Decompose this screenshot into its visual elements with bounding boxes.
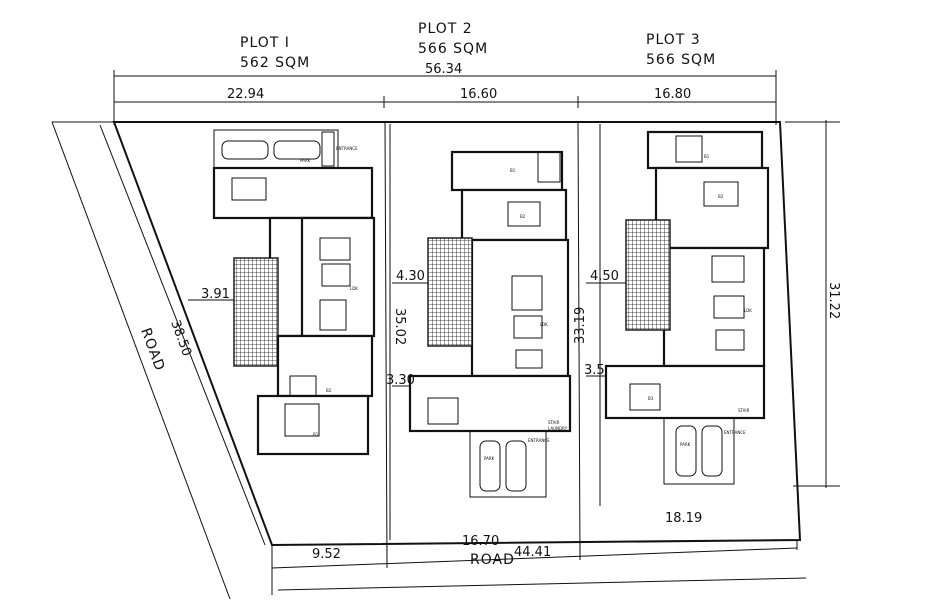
plot-2-b1-label: B1 (510, 168, 516, 173)
plot-3-setback-a: 4.50 (590, 269, 619, 284)
site-boundary (51, 120, 840, 600)
bottom-dimension-2: 16.70 (462, 534, 499, 549)
plot-2-dimensions: 4.30 3.30 35.02 (386, 124, 428, 540)
plot-2-laundry-label: LAUNDRY (548, 426, 568, 431)
plot-1-area: 562 SQM (240, 55, 310, 71)
plot-3-ldk-label: LDK (744, 308, 752, 313)
plot-2-park-label: PARK (484, 456, 495, 461)
plot-2-name: PLOT 2 (418, 21, 473, 37)
plot-1-b1-label: B1 (313, 432, 319, 437)
plot-3-b2-label: B2 (718, 194, 724, 199)
plot-2-width: 16.60 (460, 87, 497, 102)
plot-2-house: LDK B1 B2 PARK ENTRANCE STAIR LAUNDRY (408, 150, 572, 498)
plot-3-depth: 33.19 (573, 307, 588, 344)
bottom-road-label: ROAD (470, 552, 515, 568)
right-side-dimension: 31.22 (826, 282, 841, 319)
plot-1-b2-label: B2 (326, 388, 332, 393)
plot-2-depth: 35.02 (392, 308, 407, 345)
plot-2-area: 566 SQM (418, 41, 488, 57)
bottom-dimension-1: 9.52 (312, 547, 341, 562)
plot-3-stair-label: STAIR (738, 408, 750, 413)
plot-1-ldk-label: LDK (350, 286, 358, 291)
plot-2-setback-b: 3.30 (386, 373, 415, 388)
plot-3-dimensions: 4.50 3.5 33.19 (573, 124, 626, 506)
plot-3-name: PLOT 3 (646, 32, 701, 48)
overall-top-dimension: 56.34 (425, 62, 462, 77)
bottom-dimension-3: 18.19 (665, 511, 702, 526)
plot-1-name: PLOT I (240, 35, 290, 51)
plot-2-stair-label: STAIR (548, 420, 560, 425)
road-total-dimension: 44.41 (514, 545, 551, 560)
plot-3-park-label: PARK (680, 442, 691, 447)
plot-3-area: 566 SQM (646, 52, 716, 68)
plot-3-house: LDK B1 B2 B3 PARK ENTRANCE STAIR (604, 130, 770, 485)
plot-3-entrance-label: ENTRANCE (724, 430, 746, 435)
plot-labels: PLOT I 562 SQM PLOT 2 566 SQM PLOT 3 566… (240, 21, 716, 71)
plot-1-park-label: PARK (300, 158, 311, 163)
plot-2-b2-label: B2 (520, 214, 526, 219)
plot-3-b3-label: B3 (648, 396, 654, 401)
top-dimension-lines: 56.34 22.94 16.60 16.80 (113, 62, 777, 125)
plot-3-setback-b: 3.5 (584, 363, 605, 378)
plot-3-width: 16.80 (654, 87, 691, 102)
plot-1-setback: 3.91 (201, 287, 230, 302)
plot-1-house: LDK B1 B2 PARK ENTRANCE (212, 129, 376, 456)
plot-3-b1-label: B1 (704, 154, 710, 159)
plot-1-width: 22.94 (227, 87, 264, 102)
plot-2-ldk-label: LDK (540, 322, 548, 327)
plot-2-entrance-label: ENTRANCE (528, 438, 550, 443)
plot-2-setback-a: 4.30 (396, 269, 425, 284)
bottom-dimensions: 9.52 16.70 18.19 ROAD 44.41 (271, 511, 798, 595)
left-road-label: ROAD (137, 326, 167, 374)
plot-1-entrance-label: ENTRANCE (336, 146, 358, 151)
